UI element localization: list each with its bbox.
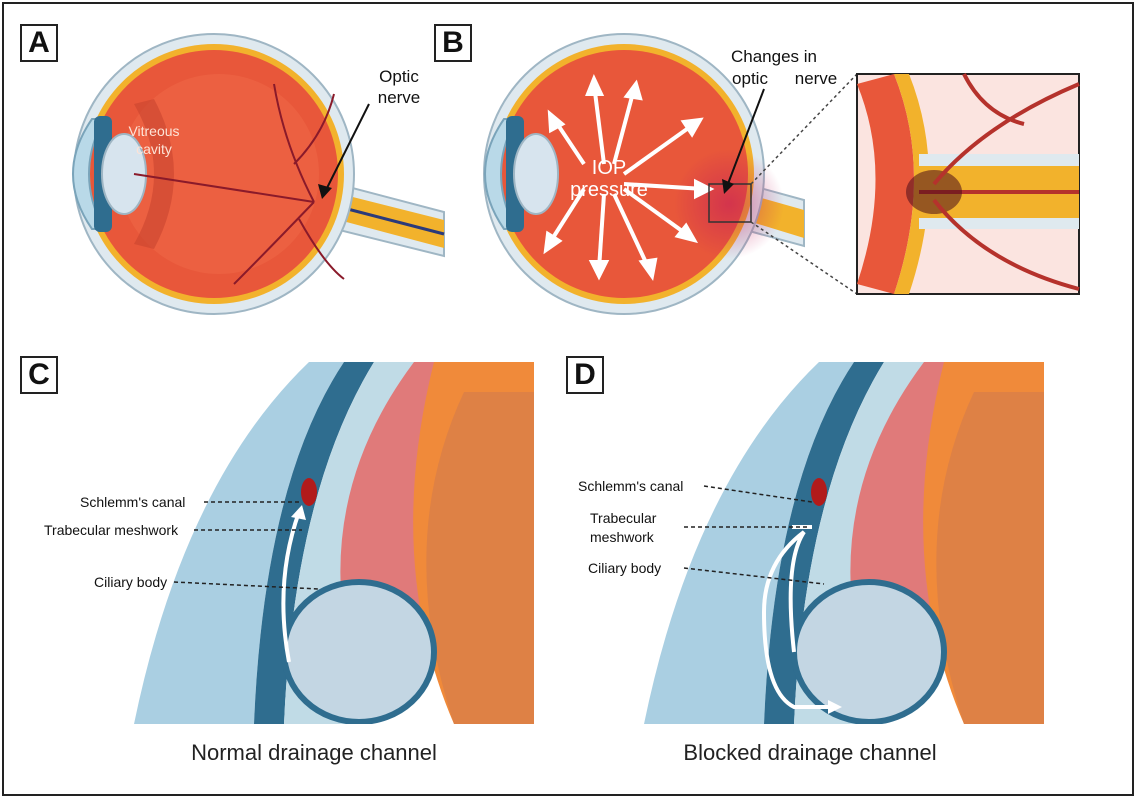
caption-d: Blocked drainage channel xyxy=(600,740,1020,766)
leader-lines-d xyxy=(4,4,1136,800)
